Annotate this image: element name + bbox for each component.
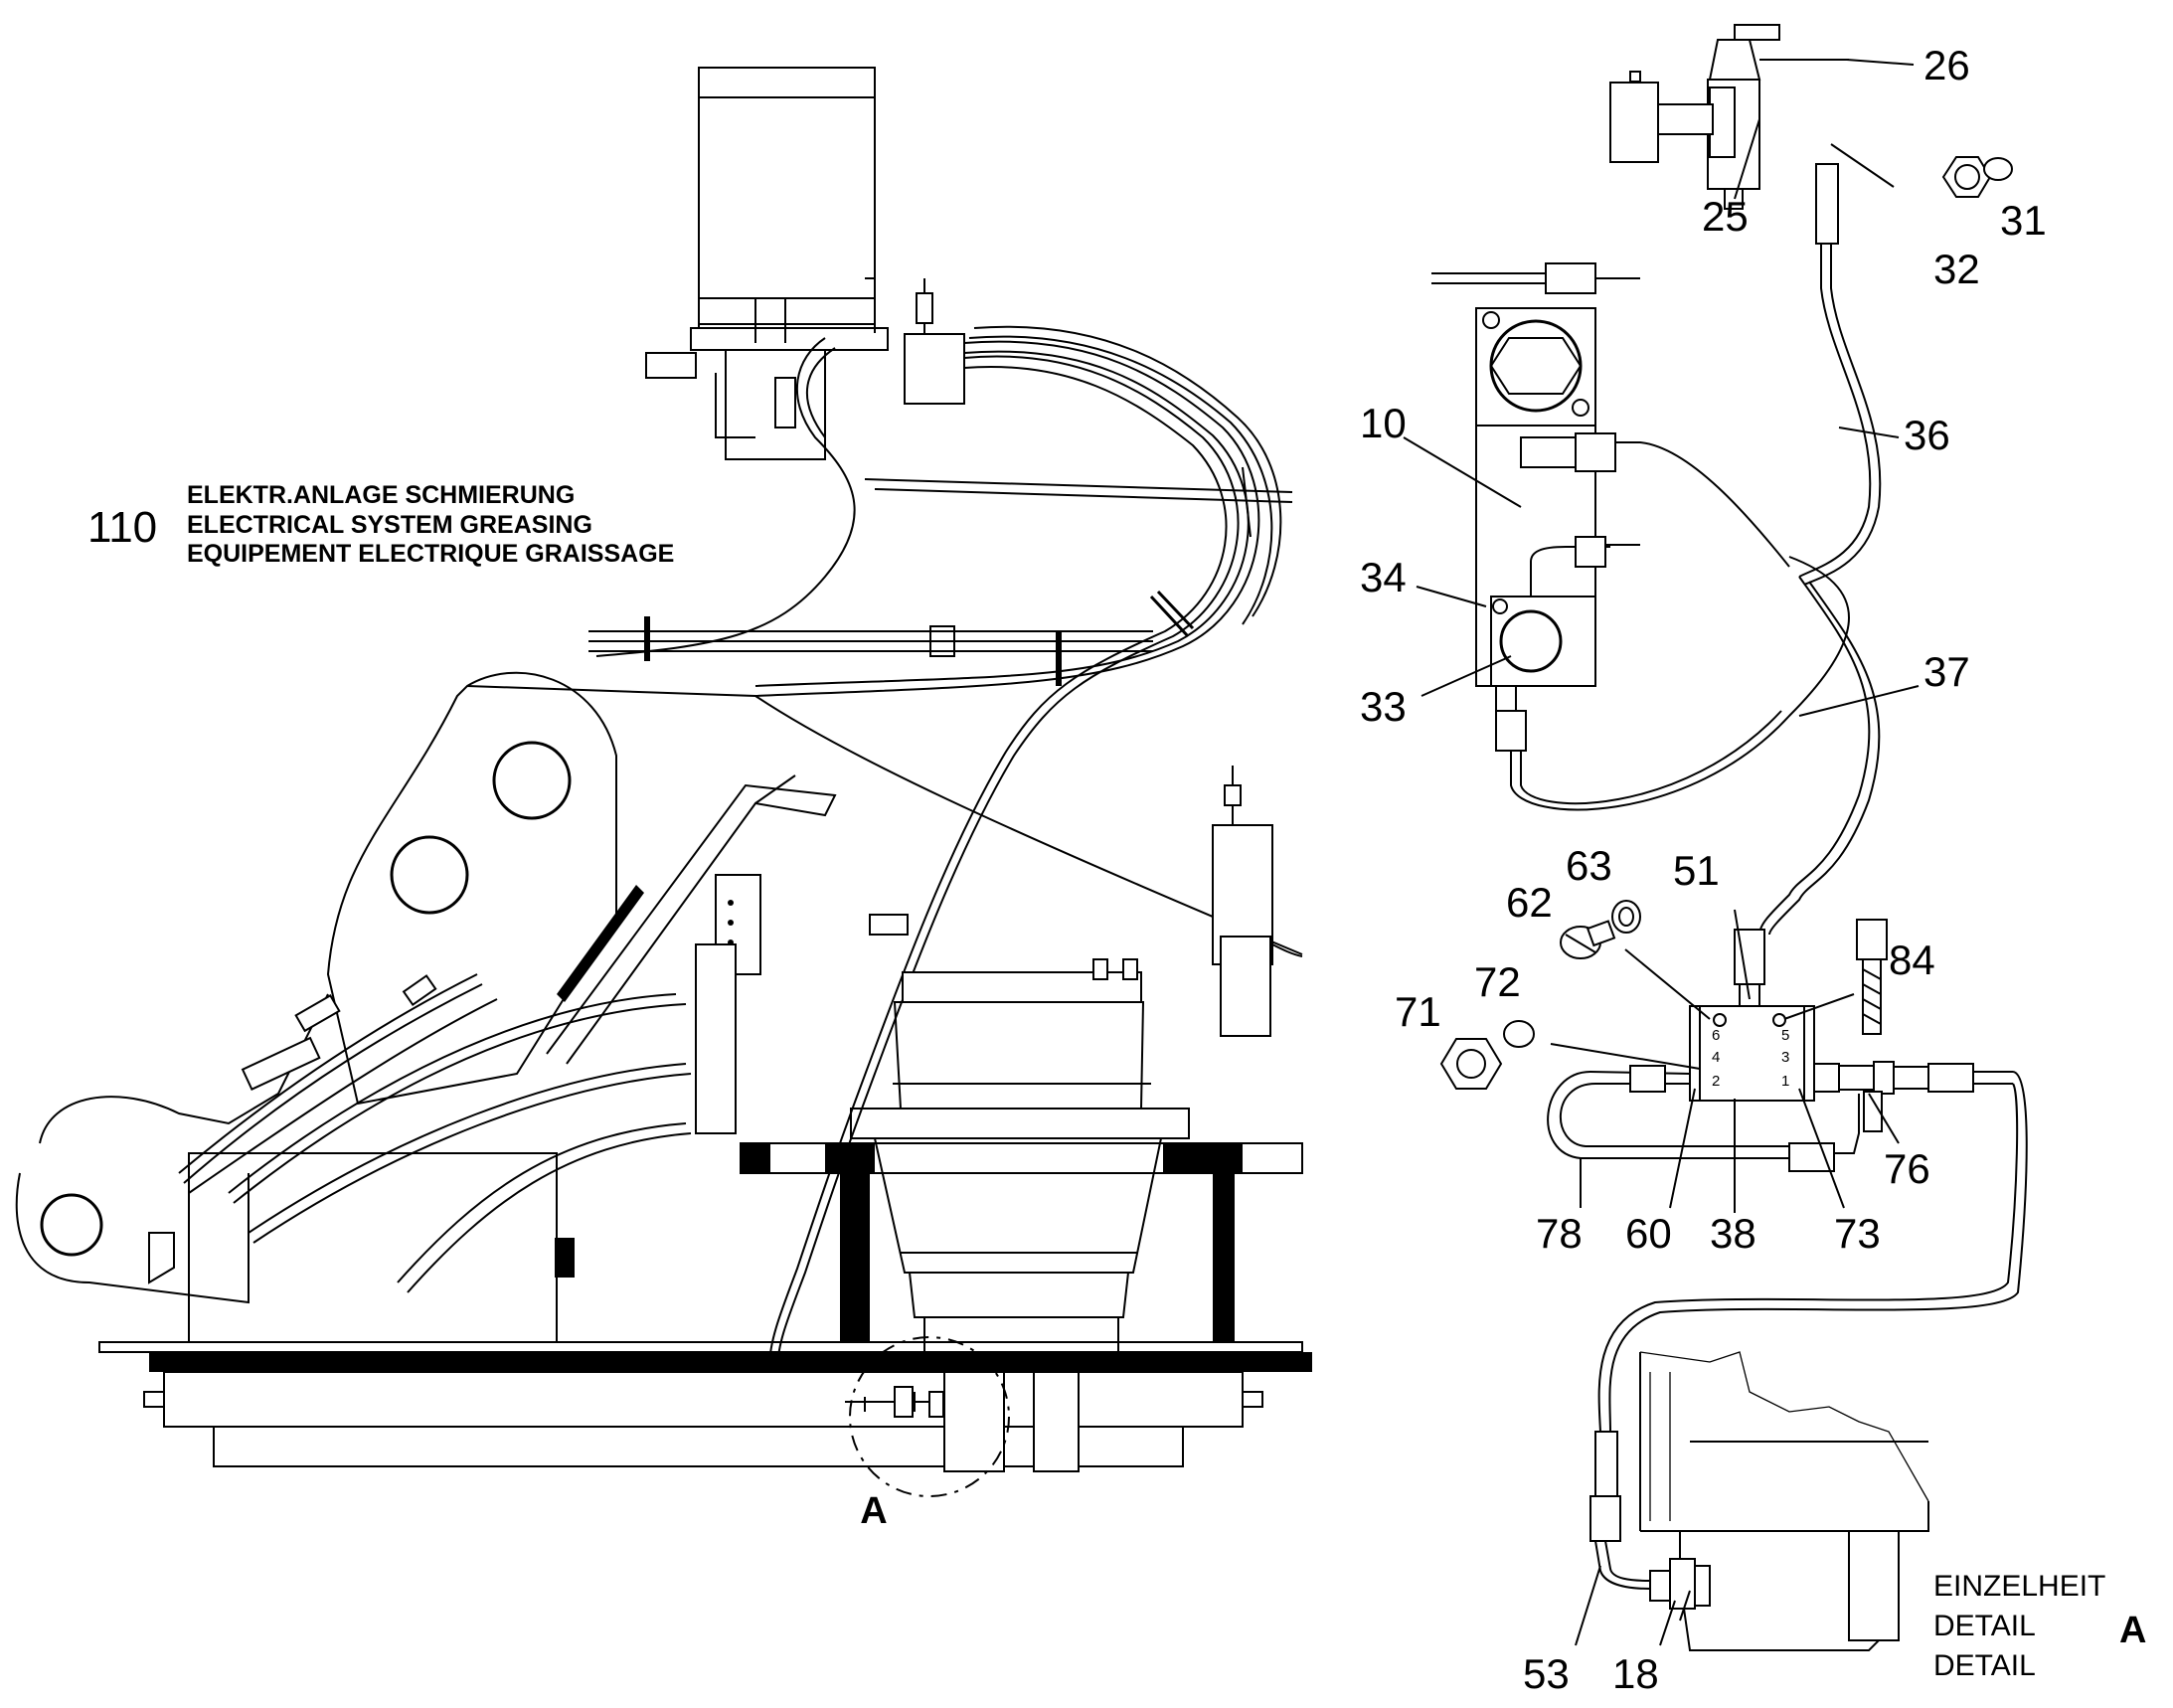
detail-letter: A [2119,1610,2146,1651]
detail-a-label: EINZELHEIT DETAIL DETAIL A [1933,1570,2146,1682]
label-62: 62 [1506,879,1553,926]
title-number: 110 [87,503,157,552]
title-line-de: ELEKTR.ANLAGE SCHMIERUNG [187,481,575,509]
title-block: 110 ELEKTR.ANLAGE SCHMIERUNG ELECTRICAL … [87,481,674,568]
port-4-label: 4 [1712,1049,1720,1066]
plug-62 [1560,920,1616,959]
hose-37 [1510,556,1881,936]
label-63: 63 [1566,842,1612,889]
ring-72 [1503,1020,1535,1048]
hose-36 [1798,163,1882,586]
detail-a-callout: A [860,1490,887,1532]
label-32: 32 [1933,246,1980,292]
label-53: 53 [1523,1650,1570,1697]
label-84: 84 [1889,937,1935,983]
detail-a-gearbox [1639,1351,1929,1651]
grease-pump-assembly [645,67,965,460]
fitting-73-76 [1813,1061,2013,1132]
frame-rails [588,466,1293,652]
distributor-block-38: 6 5 4 3 2 1 [1689,929,1815,1102]
ring-31 [1983,157,2013,181]
adapter-25 [1609,71,1714,163]
part-number-labels: 26 25 32 31 10 36 34 33 37 63 51 62 84 7… [1360,42,2047,1697]
label-72: 72 [1474,958,1521,1005]
detail-line-en: DETAIL [1933,1610,2036,1642]
arm-hoses [178,973,692,1293]
port-3-label: 3 [1781,1049,1789,1066]
label-26: 26 [1923,42,1970,88]
label-51: 51 [1673,847,1720,894]
nut-71 [1439,1038,1503,1090]
label-10: 10 [1360,400,1407,446]
nut-32 [1941,156,1992,198]
label-37: 37 [1923,648,1970,695]
hose-to-detail [1589,1071,2028,1590]
label-73: 73 [1834,1210,1881,1257]
port-5-label: 5 [1781,1027,1789,1044]
bolt-84 [1856,919,1888,1035]
label-25: 25 [1702,193,1749,240]
detail-line-de: EINZELHEIT [1933,1570,2105,1603]
leader-lines [1403,59,1920,1646]
label-31: 31 [2000,197,2047,244]
label-71: 71 [1395,988,1441,1035]
label-60: 60 [1625,1210,1672,1257]
manifold-10 [1431,262,1790,752]
port-6-label: 6 [1712,1027,1720,1044]
title-line-en: ELECTRICAL SYSTEM GREASING [187,511,592,539]
label-18: 18 [1612,1650,1659,1697]
swing-motor [850,958,1190,1363]
label-78: 78 [1536,1210,1583,1257]
base-frame [98,1142,1312,1472]
label-76: 76 [1884,1145,1930,1192]
mounting-plates [695,766,1303,1134]
port-2-label: 2 [1712,1073,1720,1090]
detail-line-fr: DETAIL [1933,1649,2036,1682]
label-38: 38 [1710,1210,1756,1257]
title-line-fr: EQUIPEMENT ELECTRIQUE GRAISSAGE [187,540,674,568]
label-33: 33 [1360,683,1407,730]
hose-78 [1547,1065,1860,1172]
label-36: 36 [1904,412,1950,458]
detail-a-circle: A [845,1336,1010,1532]
ring-63 [1611,900,1641,934]
port-1-label: 1 [1781,1073,1789,1090]
label-34: 34 [1360,554,1407,600]
angle-fitting-26 [1707,24,1849,210]
boom-arm [15,671,1303,1304]
